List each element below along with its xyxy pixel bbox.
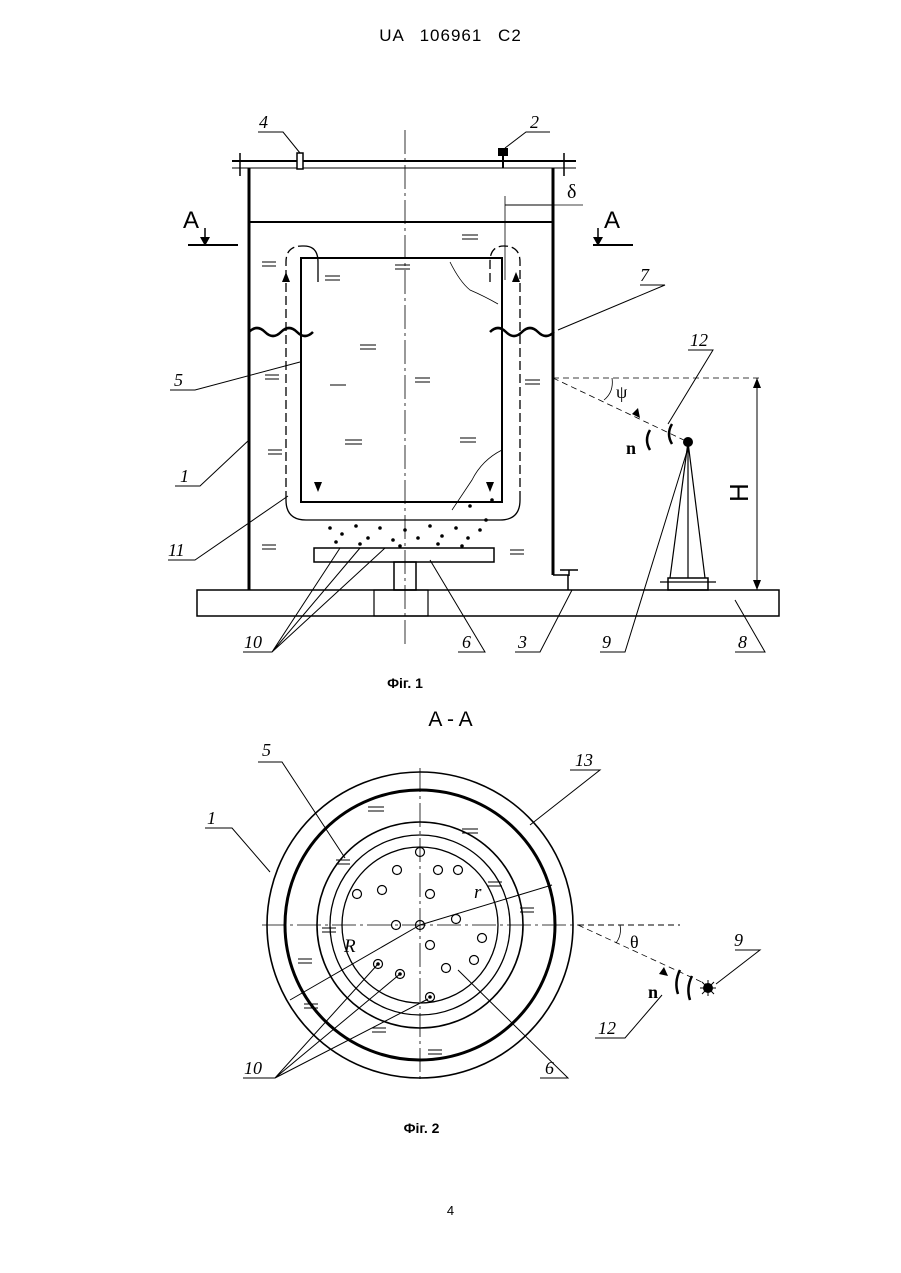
fig2-particles [376, 962, 432, 999]
label-5: 5 [174, 370, 183, 390]
particles [328, 498, 494, 548]
platform-6 [314, 548, 494, 562]
break-line-top [450, 262, 498, 304]
fig2-label-1: 1 [207, 808, 216, 828]
lid-flanges [240, 153, 564, 176]
label-11: 11 [168, 540, 185, 560]
tube-5-left-top [304, 246, 318, 282]
fig2-label-10: 10 [244, 1058, 262, 1078]
psi-arc [604, 378, 612, 400]
section-arrows [205, 228, 598, 244]
radius-r-label: r [474, 882, 482, 903]
liquid-hatching [262, 235, 540, 554]
platform-mount [374, 590, 428, 616]
lamp-stand [670, 442, 705, 578]
page-number: 4 [0, 1203, 901, 1218]
view-ray-2 [578, 925, 706, 984]
label-9: 9 [602, 632, 611, 652]
section-title: A - A [0, 708, 901, 732]
height-symbol: H [724, 483, 754, 502]
figure-1-drawing: 4 2 5 7 12 1 11 10 6 3 9 8 A A δ ψ n H [168, 112, 779, 652]
tube-5-right [490, 246, 520, 500]
section-arrowheads [200, 237, 603, 246]
normal-arrow-2 [659, 967, 668, 976]
fig2-leaders [205, 762, 760, 1078]
radius-r [420, 885, 552, 925]
label-1: 1 [180, 466, 189, 486]
section-mark-right: A [604, 207, 620, 234]
filter-12-fig2 [676, 970, 692, 1000]
theta-symbol: θ [630, 932, 639, 952]
heater-left [249, 328, 313, 336]
fig1-leaders [168, 132, 765, 652]
normal-symbol: n [626, 438, 636, 458]
delta-symbol: δ [567, 181, 576, 203]
valve-2 [498, 148, 508, 156]
drain-3 [553, 575, 568, 590]
inner-container [301, 258, 502, 502]
base-plate [197, 590, 779, 616]
label-2: 2 [530, 112, 539, 132]
figure-2-drawing: 5 1 13 9 12 6 10 R r θ n [205, 740, 760, 1082]
label-4: 4 [259, 112, 268, 132]
fig2-label-5: 5 [262, 740, 271, 760]
section-mark-left: A [183, 207, 199, 234]
lamp-base [668, 578, 708, 590]
heater-right [490, 328, 554, 336]
fig2-label-13: 13 [575, 750, 593, 770]
vessel-wall [249, 168, 553, 590]
filter-12 [647, 424, 672, 450]
theta-arc [616, 925, 621, 943]
fig2-hatching [298, 807, 534, 1054]
figure-2-caption: Фіг. 2 [0, 1120, 843, 1136]
radius-R-label: R [343, 936, 356, 957]
label-7: 7 [640, 265, 650, 285]
light-rays [700, 980, 716, 996]
psi-symbol: ψ [616, 382, 628, 402]
fig2-label-6: 6 [545, 1058, 554, 1078]
label-3: 3 [517, 632, 527, 652]
valve-4 [297, 153, 303, 169]
normal-arrow [632, 408, 640, 418]
figure-1-caption: Фіг. 1 [0, 675, 810, 691]
fig2-label-12: 12 [598, 1018, 616, 1038]
normal-symbol-2: n [648, 982, 658, 1002]
label-8: 8 [738, 632, 747, 652]
label-6: 6 [462, 632, 471, 652]
fig2-label-9: 9 [734, 930, 743, 950]
label-12: 12 [690, 330, 708, 350]
label-10: 10 [244, 632, 262, 652]
